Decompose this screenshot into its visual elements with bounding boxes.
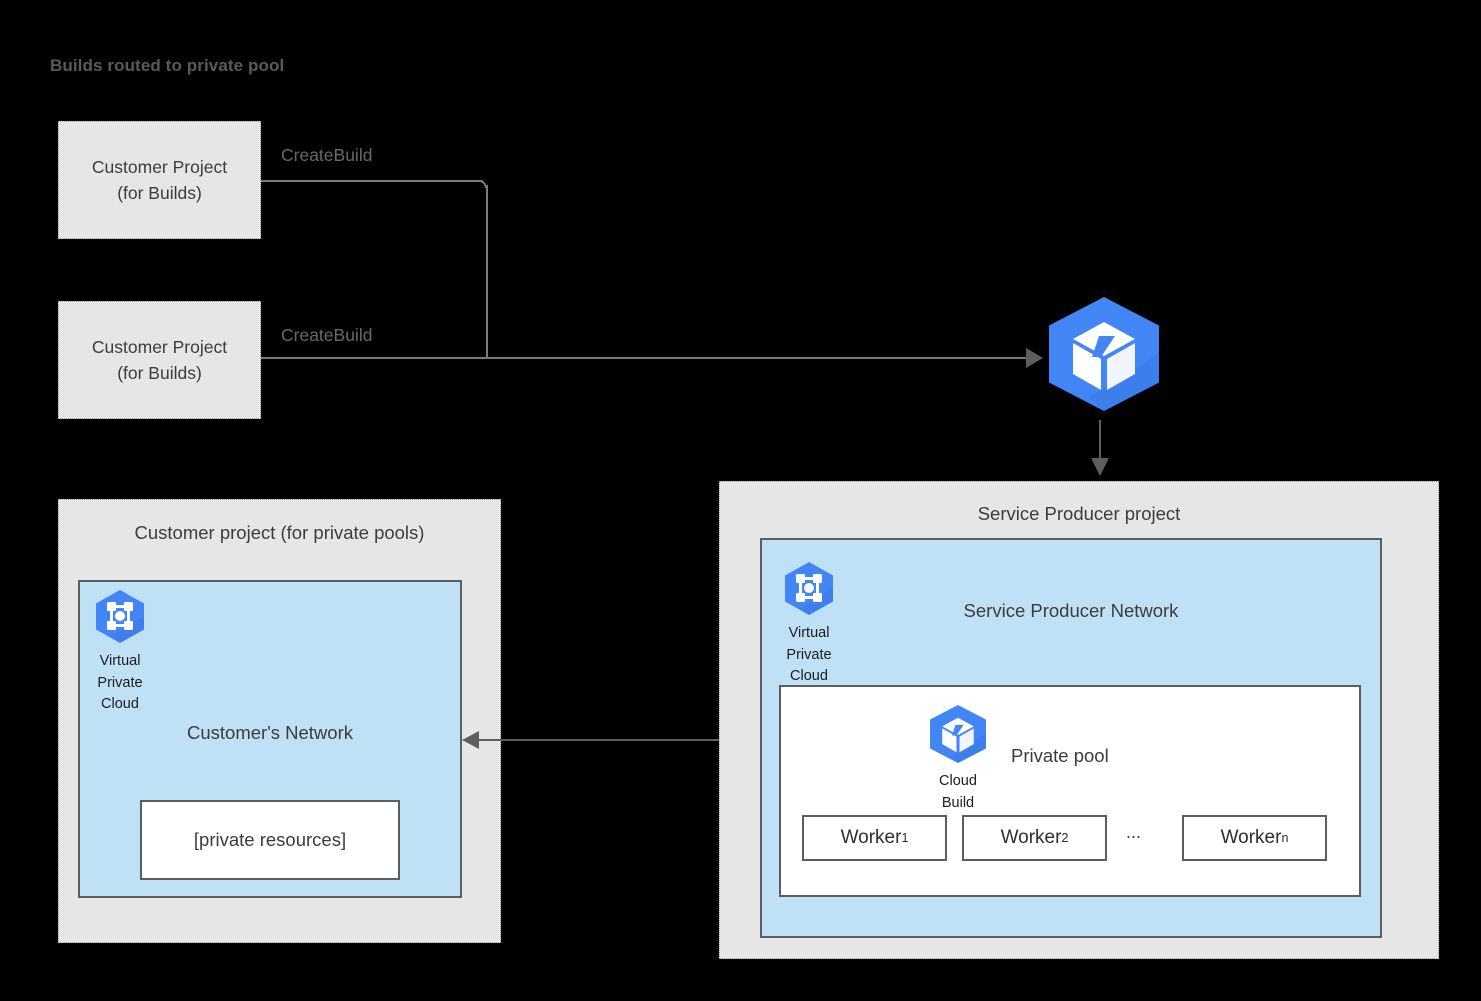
vpc-caption-right-line1: Virtual — [788, 625, 830, 641]
customer-build-project-2-line1: Customer Project — [91, 337, 228, 357]
customer-build-project-2-line2: (for Builds) — [117, 363, 202, 383]
service-producer-project-title: Service Producer project — [977, 503, 1181, 524]
vpc-caption-left-line3: Cloud — [101, 696, 139, 712]
vpc-caption-right-line2: Private — [786, 646, 832, 663]
vpc-caption-left: Virtual Private Cloud — [83, 651, 157, 716]
createbuild-edge-label-2: CreateBuild — [281, 325, 373, 345]
customer-build-project-box-2: Customer Project (for Builds) — [58, 301, 261, 419]
worker-n-name: Worker — [1220, 827, 1282, 848]
worker-ellipsis: ... — [1126, 822, 1142, 842]
vpc-icon-group-left: Virtual Private Cloud — [83, 588, 157, 716]
customer-build-project-1-line2: (for Builds) — [117, 183, 202, 203]
vpc-caption-left-line2: Private — [97, 674, 143, 691]
cloud-build-caption: Cloud Build — [921, 771, 995, 814]
vpc-caption-left-line1: Virtual — [99, 653, 141, 669]
customer-build-project-box-1: Customer Project (for Builds) — [58, 121, 261, 239]
private-pool-title: Private pool — [1011, 745, 1109, 766]
customer-pools-project-title: Customer project (for private pools) — [134, 522, 425, 543]
diagram-title: Builds routed to private pool — [50, 56, 285, 75]
service-producer-network-title: Service Producer Network — [963, 600, 1179, 621]
cloud-build-caption-line2: Build — [941, 794, 975, 811]
cloudbuild-to-producer-line — [1099, 420, 1101, 462]
virtual-private-cloud-icon — [781, 562, 837, 620]
cloudbuild-to-producer-arrowhead-icon — [1091, 458, 1109, 476]
vpc-caption-right: Virtual Private Cloud — [772, 623, 846, 688]
customer-build-project-1-line1: Customer Project — [91, 157, 228, 177]
cloud-build-icon — [1043, 295, 1165, 413]
vpc-icon-group-right: Virtual Private Cloud — [772, 560, 846, 688]
cloud-build-icon — [927, 705, 989, 768]
cloud-build-caption-line1: Cloud — [939, 773, 977, 789]
cloud-build-icon-group: Cloud Build — [921, 704, 995, 814]
createbuild-connector-vertical — [485, 185, 488, 358]
network-peering-line — [478, 739, 760, 741]
network-peering-arrowhead-left-icon — [462, 731, 479, 749]
vpc-caption-right-line3: Cloud — [790, 668, 828, 684]
customers-network-title: Customer's Network — [187, 722, 353, 743]
private-resources-box: [private resources] — [140, 800, 400, 880]
worker-2-name: Worker — [1000, 827, 1062, 848]
createbuild-connector-top — [261, 179, 483, 182]
worker-n-subscript: n — [1281, 831, 1289, 845]
worker-2-subscript: 2 — [1061, 831, 1069, 845]
worker-1-subscript: 1 — [901, 831, 909, 845]
worker-1-name: Worker — [840, 827, 902, 848]
createbuild-edge-label-1: CreateBuild — [281, 145, 373, 165]
createbuild-arrowhead-icon — [1026, 348, 1043, 368]
createbuild-connector-corner — [477, 179, 487, 188]
createbuild-connector-main — [261, 357, 1040, 359]
virtual-private-cloud-icon — [92, 590, 148, 648]
